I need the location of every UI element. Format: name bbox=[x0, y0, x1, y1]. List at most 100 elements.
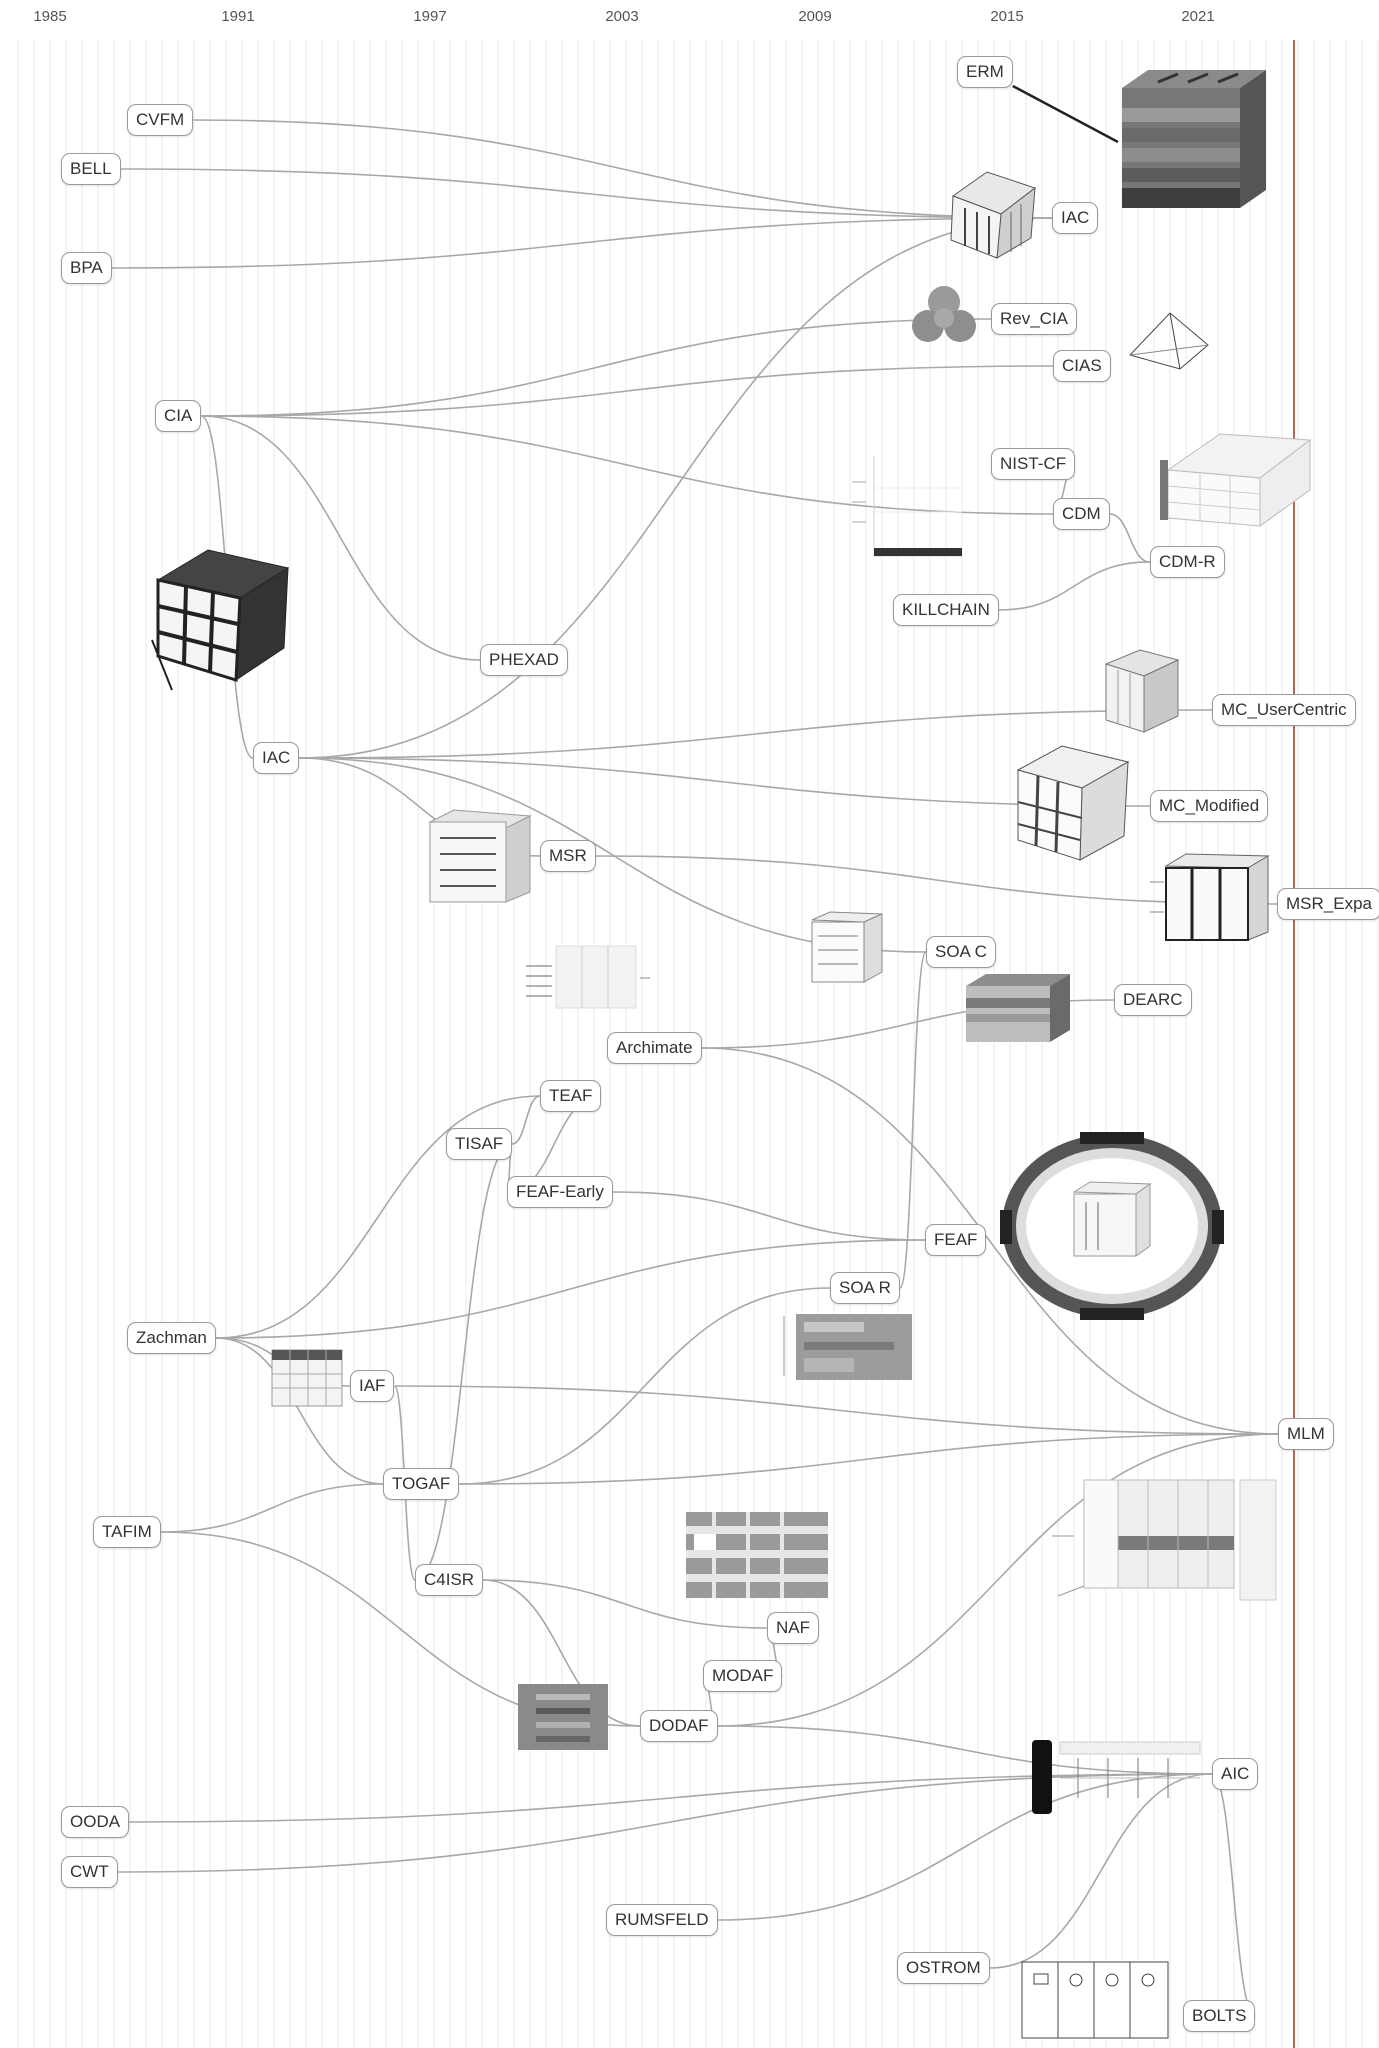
node-zachman[interactable]: Zachman bbox=[127, 1322, 216, 1354]
dearc-box-image bbox=[966, 974, 1070, 1042]
soa-cube-image bbox=[811, 911, 883, 983]
modified-cube-image bbox=[1016, 745, 1130, 861]
node-nist-cf[interactable]: NIST-CF bbox=[991, 448, 1076, 480]
bolts-framework-image bbox=[1032, 1740, 1201, 1814]
node-mlm[interactable]: MLM bbox=[1278, 1418, 1334, 1450]
edge-zachman-to-togaf bbox=[215, 1337, 384, 1485]
edge-rumsfeld-to-aic bbox=[717, 1773, 1213, 1921]
node-rumsfeld[interactable]: RUMSFELD bbox=[606, 1904, 718, 1936]
edge-cia-to-cias bbox=[201, 365, 1054, 417]
year-label: 2015 bbox=[990, 8, 1024, 25]
node-bolts[interactable]: BOLTS bbox=[1183, 2000, 1256, 2032]
edge-dodaf-to-mlm bbox=[717, 1433, 1279, 1727]
msr-expanded-cube-image bbox=[1150, 853, 1270, 941]
node-tafim[interactable]: TAFIM bbox=[93, 1516, 161, 1548]
node-soa-c[interactable]: SOA C bbox=[926, 936, 996, 968]
year-label: 1985 bbox=[33, 8, 67, 25]
node-msr-expa[interactable]: MSR_Expa bbox=[1277, 888, 1379, 920]
edge-togaf-to-soa-r bbox=[459, 1287, 831, 1485]
edge-msr-to-msr-expa bbox=[595, 855, 1278, 905]
node-togaf[interactable]: TOGAF bbox=[383, 1468, 460, 1500]
iac-cube-image bbox=[950, 171, 1037, 259]
node-naf[interactable]: NAF bbox=[767, 1612, 819, 1644]
block-grid-image bbox=[686, 1512, 828, 1598]
edge-iaf-to-mlm bbox=[394, 1385, 1279, 1435]
edge-cia-to-rev-cia bbox=[201, 318, 992, 417]
cloud-triad-image bbox=[912, 286, 976, 342]
matrix-table-image bbox=[1052, 1479, 1277, 1601]
node-phexad[interactable]: PHEXAD bbox=[480, 644, 568, 676]
node-iac-top[interactable]: IAC bbox=[1052, 202, 1099, 234]
node-dearc[interactable]: DEARC bbox=[1114, 984, 1192, 1016]
edge-soa-c-to-soa-r bbox=[899, 951, 927, 1289]
node-dodaf[interactable]: DODAF bbox=[640, 1710, 718, 1742]
node-killchain[interactable]: KILLCHAIN bbox=[893, 594, 999, 626]
node-mc-modified[interactable]: MC_Modified bbox=[1150, 790, 1269, 822]
node-tisaf[interactable]: TISAF bbox=[446, 1128, 513, 1160]
year-label: 1991 bbox=[221, 8, 255, 25]
node-teaf[interactable]: TEAF bbox=[540, 1080, 602, 1112]
year-label: 2003 bbox=[605, 8, 639, 25]
node-ooda[interactable]: OODA bbox=[61, 1806, 130, 1838]
edge-cia-to-cdm bbox=[201, 415, 1054, 515]
node-rev-cia[interactable]: Rev_CIA bbox=[991, 303, 1078, 335]
node-bell[interactable]: BELL bbox=[61, 153, 121, 185]
rubiks-cube-image bbox=[151, 549, 290, 691]
edge-bpa-to-iac-top bbox=[111, 217, 1053, 269]
edge-togaf-to-mlm bbox=[459, 1433, 1279, 1485]
edge-cdm-to-cdm-r bbox=[1109, 513, 1151, 563]
layered-cube-image bbox=[1122, 70, 1266, 208]
node-ostrom[interactable]: OSTROM bbox=[897, 1952, 990, 1984]
node-modaf[interactable]: MODAF bbox=[703, 1660, 783, 1692]
edge-tafim-to-togaf bbox=[160, 1483, 384, 1533]
edge-feaf-early-to-feaf bbox=[612, 1191, 926, 1241]
node-cvfm[interactable]: CVFM bbox=[127, 104, 194, 136]
year-label: 1997 bbox=[413, 8, 447, 25]
edge-c4isr-to-naf bbox=[483, 1579, 768, 1629]
edge-iac-mid-to-soa-c bbox=[299, 757, 927, 953]
edge-iac-mid-to-iac-top bbox=[299, 217, 1053, 759]
edge-bolts-to-aic bbox=[1211, 1773, 1256, 2017]
year-label: 2021 bbox=[1181, 8, 1215, 25]
node-bpa[interactable]: BPA bbox=[61, 252, 112, 284]
node-iac-mid[interactable]: IAC bbox=[253, 742, 300, 774]
node-aic[interactable]: AIC bbox=[1212, 1758, 1259, 1790]
node-mc-usercentric[interactable]: MC_UserCentric bbox=[1212, 694, 1356, 726]
node-soa-r[interactable]: SOA R bbox=[830, 1272, 900, 1304]
cube-image bbox=[1104, 649, 1180, 733]
node-c4isr[interactable]: C4ISR bbox=[415, 1564, 484, 1596]
edge-bell-to-iac-top bbox=[120, 168, 1053, 219]
node-cdm[interactable]: CDM bbox=[1053, 498, 1110, 530]
node-archimate[interactable]: Archimate bbox=[607, 1032, 702, 1064]
chart-panel-image bbox=[852, 456, 962, 557]
edge-c4isr-to-dodaf bbox=[483, 1579, 641, 1727]
node-cia[interactable]: CIA bbox=[155, 400, 202, 432]
node-cwt[interactable]: CWT bbox=[61, 1856, 118, 1888]
edge-archimate-to-mlm bbox=[701, 1047, 1279, 1435]
grid-stack-image bbox=[1160, 433, 1312, 527]
node-msr[interactable]: MSR bbox=[540, 840, 596, 872]
node-cias[interactable]: CIAS bbox=[1053, 350, 1111, 382]
node-erm[interactable]: ERM bbox=[957, 56, 1013, 88]
pyramid-image bbox=[1129, 312, 1209, 370]
node-iaf[interactable]: IAF bbox=[350, 1370, 395, 1402]
edge-ooda-to-aic bbox=[129, 1773, 1213, 1823]
node-cdm-r[interactable]: CDM-R bbox=[1150, 546, 1225, 578]
node-feaf[interactable]: FEAF bbox=[925, 1224, 987, 1256]
edge-zachman-to-teaf bbox=[215, 1095, 541, 1339]
node-feaf-early[interactable]: FEAF-Early bbox=[507, 1176, 613, 1208]
edge-teaf-to-tisaf bbox=[511, 1095, 541, 1145]
edge-cvfm-to-iac-top bbox=[193, 119, 1053, 219]
table-thumbnail-image bbox=[526, 945, 650, 1009]
edge-zachman-to-feaf bbox=[215, 1239, 926, 1339]
msr-cube-image bbox=[428, 809, 532, 903]
edge-killchain-to-cdm-r bbox=[998, 561, 1151, 611]
edge-cwt-to-aic bbox=[117, 1773, 1213, 1873]
year-label: 2009 bbox=[798, 8, 832, 25]
edge-dodaf-to-aic bbox=[717, 1725, 1213, 1775]
iaf-grid-image bbox=[271, 1349, 343, 1407]
edge-tisaf-to-c4isr bbox=[414, 1143, 513, 1581]
ring-framework-image bbox=[1000, 1132, 1224, 1320]
